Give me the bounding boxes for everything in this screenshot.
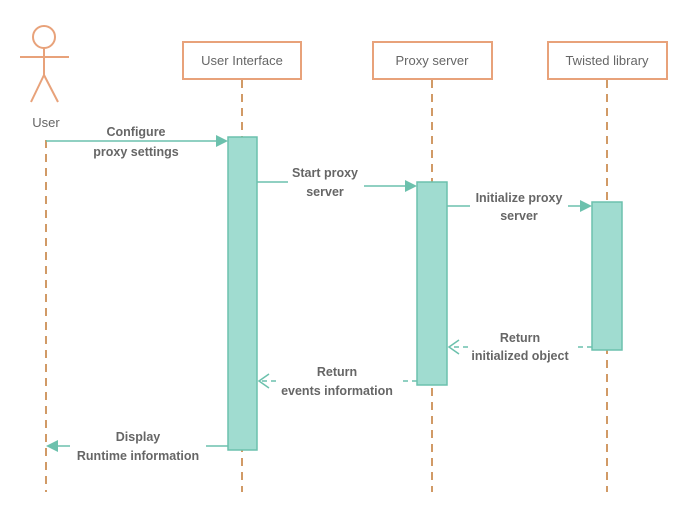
participant-label-proxy-server: Proxy server [396,53,470,68]
message-label-line: server [306,185,344,199]
message-label-line: Runtime information [77,449,199,463]
message-return-events-information: Return events information [257,365,417,398]
message-label-line: Start proxy [292,166,358,180]
actor-label: User [32,115,60,130]
message-label-line: server [500,209,538,223]
participant-twisted-library: Twisted library [547,41,668,80]
message-configure-proxy-settings: Configure proxy settings [46,125,228,159]
message-label-line: Return [500,331,540,345]
activation-user-interface [227,136,258,451]
stick-figure-icon [20,25,69,103]
activation-proxy-server [416,181,448,386]
message-display-runtime-information: Display Runtime information [46,430,228,463]
participant-label-user-interface: User Interface [201,53,283,68]
message-initialize-proxy-server: Initialize proxy server [447,191,592,223]
message-label-line: Configure [106,125,165,139]
activation-twisted-library [591,201,623,351]
participant-user-interface: User Interface [182,41,302,80]
message-label-line: proxy settings [93,145,178,159]
message-label-line: Initialize proxy [476,191,563,205]
participant-proxy-server: Proxy server [372,41,493,80]
message-label-line: Return [317,365,357,379]
message-label-line: events information [281,384,393,398]
participant-label-twisted-library: Twisted library [565,53,649,68]
message-return-initialized-object: Return initialized object [447,331,592,363]
message-label-line: Display [116,430,161,444]
message-start-proxy-server: Start proxy server [257,166,417,199]
message-label-line: initialized object [471,349,569,363]
